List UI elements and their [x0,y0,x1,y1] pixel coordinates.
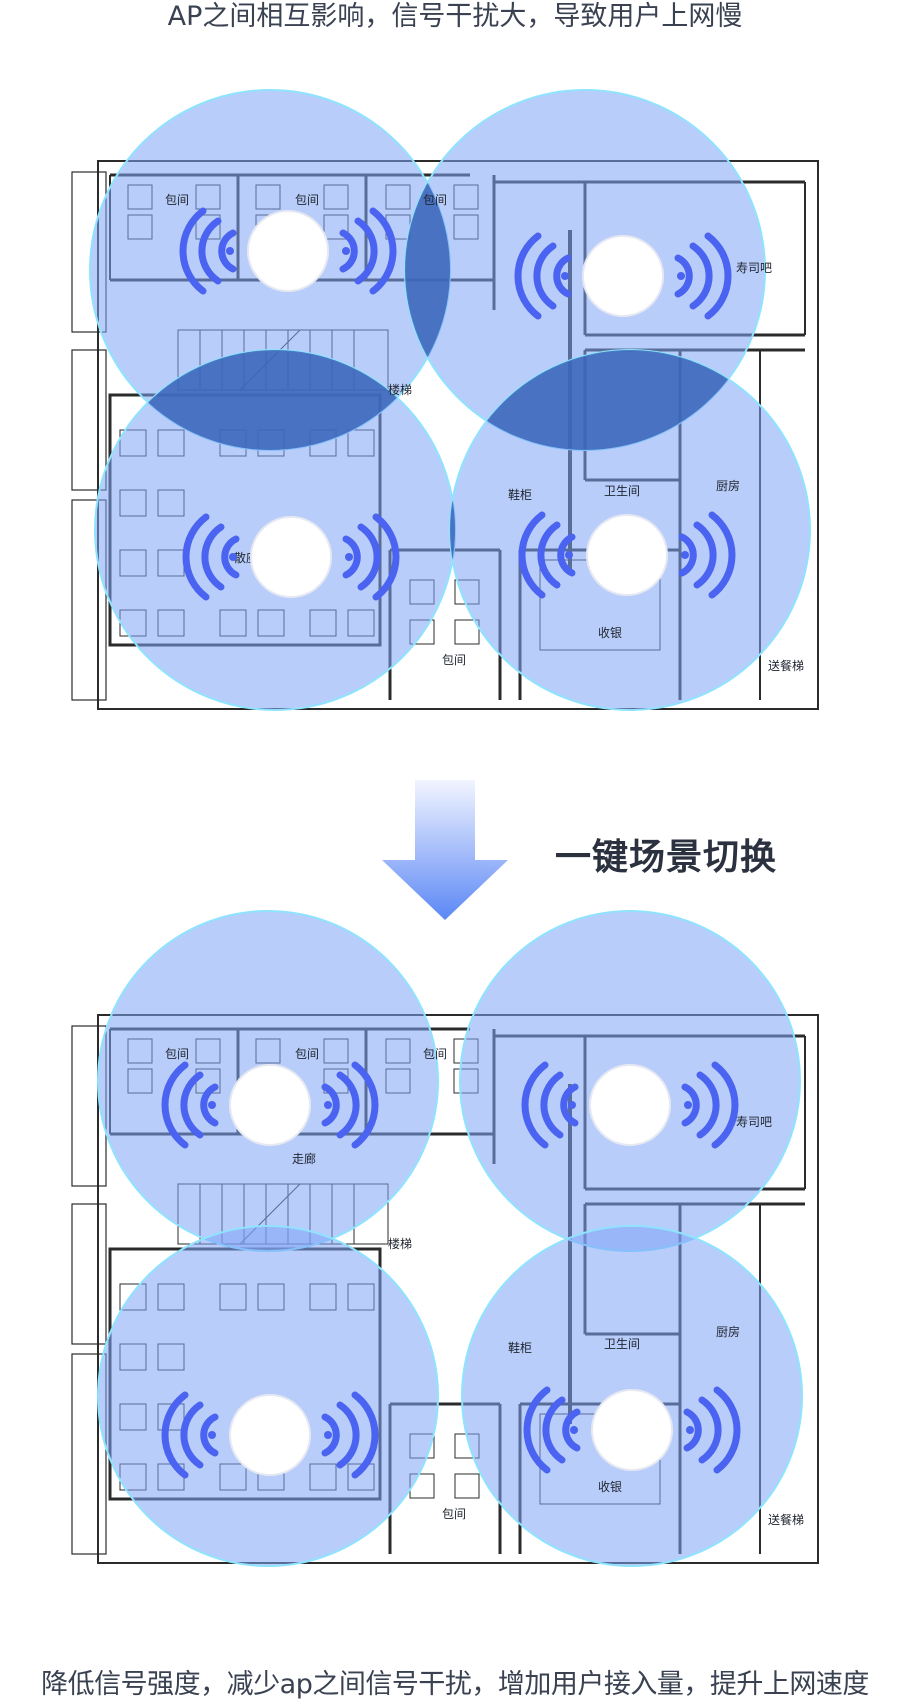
room-label-louti: 楼梯 [388,1236,412,1251]
room-label-songcanti: 送餐梯 [768,1512,804,1527]
down-arrow-icon [382,780,508,920]
room-label-baojian2: 包间 [295,193,319,207]
ceiling-ap-icon [586,514,668,596]
access-point-3 [161,1391,379,1479]
ceiling-ap-icon [229,1394,311,1476]
access-point-1 [179,207,397,295]
wifi-signal-icon [523,1386,741,1474]
ceiling-ap-icon [582,235,664,317]
access-point-1 [161,1061,379,1149]
room-label-weishengjian: 卫生间 [604,1337,640,1351]
room-label-xiegui: 鞋柜 [508,487,532,502]
room-label-shouyin: 收银 [598,1480,622,1494]
ceiling-ap-icon [591,1389,673,1471]
floor-plan-before: 包间 包间 包间 寿司吧 楼梯 鞋柜 卫生间 厨房 散座 收银 包间 送餐梯 [71,89,819,711]
room-label-baojian4: 包间 [442,653,466,667]
ceiling-ap-icon [589,1064,671,1146]
room-label-baojian1: 包间 [165,193,189,207]
room-label-baojian2: 包间 [295,1047,319,1061]
room-label-xiegui: 鞋柜 [508,1340,532,1355]
room-label-songcanti: 送餐梯 [768,658,804,673]
room-label-louti: 楼梯 [388,382,412,397]
room-label-baojian4: 包间 [442,1507,466,1521]
room-label-shousiba: 寿司吧 [736,261,772,275]
access-point-2 [521,1061,739,1149]
room-label-baojian3: 包间 [423,1047,447,1061]
access-point-2 [514,232,732,320]
room-label-baojian3: 包间 [423,193,447,207]
scene-switch-label: 一键场景切换 [555,837,778,878]
wifi-signal-icon [514,232,732,320]
room-label-chufang: 厨房 [716,478,740,493]
room-label-zoulang: 走廊 [292,1151,316,1166]
wifi-signal-icon [161,1061,379,1149]
ceiling-ap-icon [229,1064,311,1146]
room-label-shouyin: 收银 [598,626,622,640]
access-point-3 [182,513,400,601]
access-point-4 [523,1386,741,1474]
room-label-shousiba: 寿司吧 [736,1115,772,1129]
wifi-signal-icon [161,1391,379,1479]
wifi-signal-icon [182,513,400,601]
room-label-baojian1: 包间 [165,1047,189,1061]
bottom-caption: 降低信号强度，减少ap之间信号干扰，增加用户接入量，提升上网速度 [41,1669,869,1700]
wifi-signal-icon [518,511,736,599]
wifi-signal-icon [521,1061,739,1149]
room-label-chufang: 厨房 [716,1324,740,1339]
floor-plan-after: 包间 包间 包间 寿司吧 走廊 楼梯 鞋柜 卫生间 厨房 收银 包间 送餐梯 [71,910,819,1567]
ceiling-ap-icon [250,516,332,598]
ceiling-ap-icon [247,210,329,292]
top-caption: AP之间相互影响，信号干扰大，导致用户上网慢 [167,1,743,32]
wifi-signal-icon [179,207,397,295]
access-point-4 [518,511,736,599]
coverage-circles [97,910,803,1567]
room-label-weishengjian: 卫生间 [604,484,640,498]
